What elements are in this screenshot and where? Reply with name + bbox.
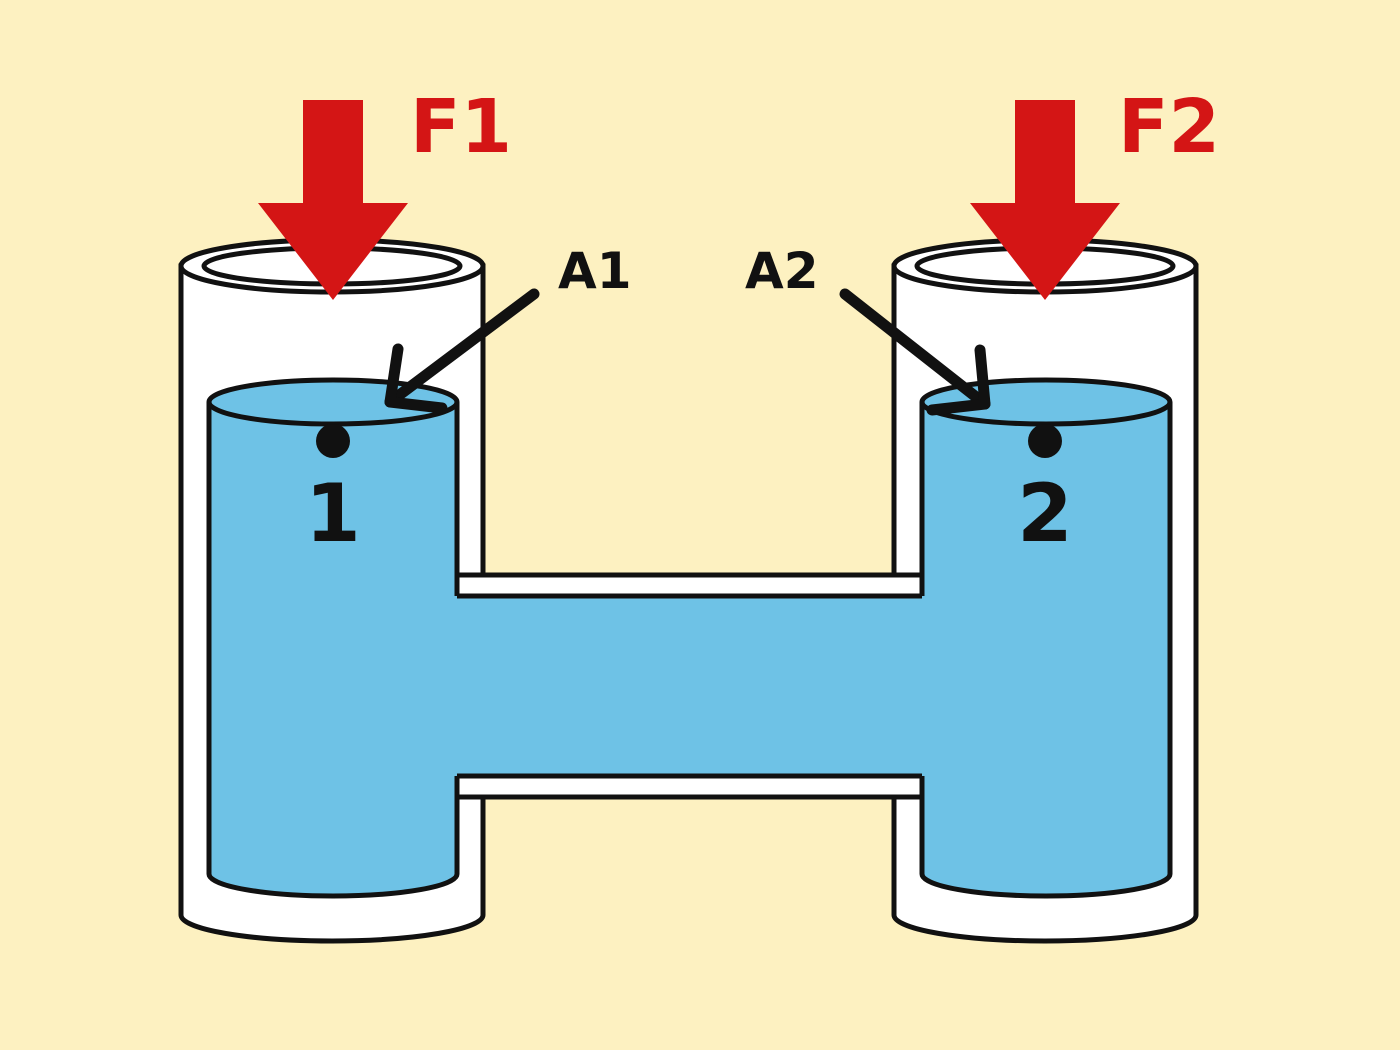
area-label-right: A2: [745, 242, 819, 300]
area-arrow-left: [384, 288, 540, 414]
force-label-left: F1: [410, 84, 512, 170]
point-label-left: 1: [305, 467, 361, 560]
fluid: [209, 402, 1170, 896]
point-label-right: 2: [1017, 467, 1073, 560]
force-arrow-left: [258, 100, 408, 300]
force-label-right: F2: [1118, 84, 1220, 170]
point-marker-right: [1028, 424, 1062, 458]
area-label-left: A1: [558, 242, 632, 300]
point-marker-left: [316, 424, 350, 458]
area-arrow-right: [839, 288, 991, 416]
force-arrow-right: [970, 100, 1120, 300]
fluid-outlines: [206, 402, 1173, 899]
